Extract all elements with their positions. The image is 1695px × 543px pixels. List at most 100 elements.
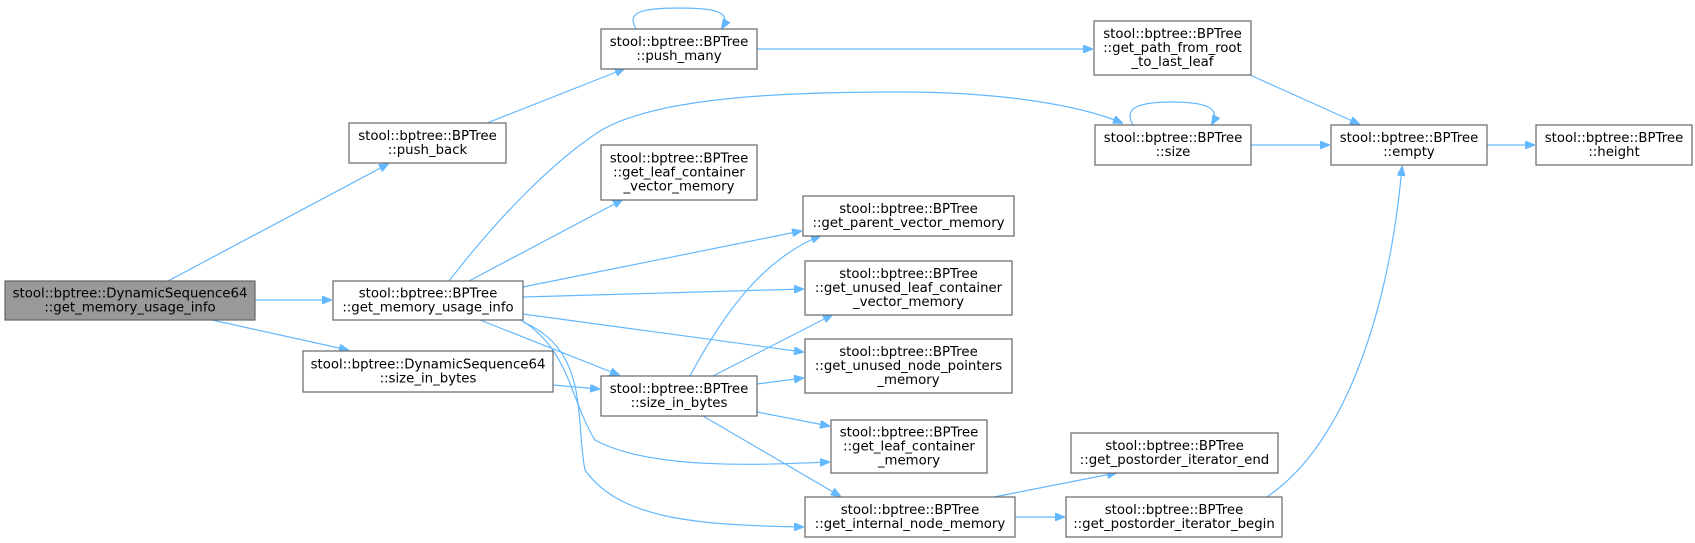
node-gulcvm[interactable]: stool::bptree::BPTree::get_unused_leaf_c… xyxy=(804,260,1013,316)
node-label-line: stool::bptree::BPTree xyxy=(1105,503,1244,518)
node-label-line: ::get_internal_node_memory xyxy=(815,517,1006,532)
edge-gmui-to-gpvm xyxy=(522,231,801,288)
edge-ds_sib-to-sib xyxy=(552,385,599,389)
node-label-line: _memory xyxy=(877,454,940,469)
edge-sib-to-ginm xyxy=(702,415,840,496)
edge-gmui-to-gunpm xyxy=(522,313,803,352)
edge-push_many-to-push_many xyxy=(632,7,725,29)
node-push-back[interactable]: stool::bptree::BPTree::push_back xyxy=(348,122,507,164)
node-label-line: stool::bptree::BPTree xyxy=(1545,131,1684,146)
node-label-line: ::get_memory_usage_info xyxy=(44,301,215,316)
node-root[interactable]: stool::bptree::DynamicSequence64::get_me… xyxy=(4,280,256,321)
node-box xyxy=(804,260,1013,316)
node-height[interactable]: stool::bptree::BPTree::height xyxy=(1535,124,1693,166)
edge-gpfrtll-to-empty xyxy=(1249,74,1359,124)
node-box xyxy=(348,122,507,164)
edge-sib-to-gpvm xyxy=(689,236,820,377)
edge-size-to-size xyxy=(1129,101,1215,125)
node-box xyxy=(1093,20,1252,76)
node-box xyxy=(1330,124,1488,166)
node-box xyxy=(302,350,554,393)
node-label-line: stool::bptree::BPTree xyxy=(358,129,497,144)
node-label-line: ::get_unused_node_pointers xyxy=(815,359,1002,374)
node-label-line: ::height xyxy=(1588,145,1639,160)
node-label-line: stool::bptree::BPTree xyxy=(359,287,498,302)
node-label-line: stool::bptree::BPTree xyxy=(610,35,749,50)
node-glcvm[interactable]: stool::bptree::BPTree::get_leaf_containe… xyxy=(600,144,758,201)
node-box xyxy=(1535,124,1693,166)
edge-push_back-to-push_many xyxy=(486,69,624,124)
node-label-line: ::get_memory_usage_info xyxy=(342,301,513,316)
edge-sib-to-glcm xyxy=(756,411,829,426)
node-gmui[interactable]: stool::bptree::BPTree::get_memory_usage_… xyxy=(332,280,524,321)
node-gpib[interactable]: stool::bptree::BPTree::get_postorder_ite… xyxy=(1065,496,1283,538)
edge-gmui-to-size xyxy=(448,91,1122,282)
node-glcm[interactable]: stool::bptree::BPTree::get_leaf_containe… xyxy=(830,419,988,474)
node-box xyxy=(600,28,758,70)
node-label-line: ::size xyxy=(1156,145,1191,160)
node-label-line: stool::bptree::BPTree xyxy=(610,152,749,167)
edge-gmui-to-sib xyxy=(479,319,619,375)
node-label-line: stool::bptree::BPTree xyxy=(839,202,978,217)
node-box xyxy=(600,375,758,417)
node-label-line: ::get_unused_leaf_container xyxy=(815,281,1003,296)
node-label-line: _memory xyxy=(876,373,939,388)
edge-gmui-to-glcvm xyxy=(468,200,622,282)
edge-gmui-to-gulcvm xyxy=(522,289,803,298)
node-label-line: stool::bptree::BPTree xyxy=(839,267,978,282)
node-push-many[interactable]: stool::bptree::BPTree::push_many xyxy=(600,28,758,70)
node-gpfrtll[interactable]: stool::bptree::BPTree::get_path_from_roo… xyxy=(1093,20,1252,76)
node-label-line: stool::bptree::BPTree xyxy=(841,503,980,518)
node-label-line: ::empty xyxy=(1383,145,1435,160)
node-box xyxy=(1065,496,1283,538)
edge-gmui-to-glcm xyxy=(520,319,829,464)
node-label-line: ::push_back xyxy=(388,143,468,158)
edge-root-to-push_back xyxy=(167,164,388,282)
node-label-line: stool::bptree::BPTree xyxy=(1104,131,1243,146)
node-label-line: ::push_many xyxy=(636,49,721,64)
node-box xyxy=(804,496,1016,538)
edge-root-to-ds_sib xyxy=(211,319,348,350)
edge-sib-to-gulcvm xyxy=(712,315,832,377)
node-box xyxy=(804,338,1013,394)
node-label-line: _vector_memory xyxy=(622,180,734,195)
node-gpvm[interactable]: stool::bptree::BPTree::get_parent_vector… xyxy=(802,195,1015,237)
node-label-line: stool::bptree::DynamicSequence64 xyxy=(311,358,546,373)
edge-sib-to-gunpm xyxy=(756,378,803,385)
node-box xyxy=(830,419,988,474)
node-sib[interactable]: stool::bptree::BPTree::size_in_bytes xyxy=(600,375,758,417)
node-box xyxy=(1094,124,1252,166)
node-box xyxy=(332,280,524,321)
node-empty[interactable]: stool::bptree::BPTree::empty xyxy=(1330,124,1488,166)
node-gpie[interactable]: stool::bptree::BPTree::get_postorder_ite… xyxy=(1070,432,1279,474)
edges-layer xyxy=(167,7,1534,527)
node-ds-sib[interactable]: stool::bptree::DynamicSequence64::size_i… xyxy=(302,350,554,393)
node-label-line: ::size_in_bytes xyxy=(380,372,477,387)
node-label-line: _to_last_leaf xyxy=(1131,55,1214,70)
edge-ginm-to-gpie xyxy=(993,473,1116,498)
node-label-line: stool::bptree::BPTree xyxy=(1340,131,1479,146)
node-label-line: ::get_leaf_container xyxy=(843,440,975,455)
node-label-line: stool::bptree::BPTree xyxy=(839,345,978,360)
node-label-line: ::get_leaf_container xyxy=(613,166,745,181)
node-label-line: ::get_postorder_iterator_end xyxy=(1080,453,1269,468)
node-label-line: ::get_parent_vector_memory xyxy=(812,216,1004,231)
node-label-line: ::size_in_bytes xyxy=(631,396,728,411)
node-box xyxy=(4,280,256,321)
node-label-line: ::get_postorder_iterator_begin xyxy=(1073,517,1275,532)
node-gunpm[interactable]: stool::bptree::BPTree::get_unused_node_p… xyxy=(804,338,1013,394)
node-label-line: stool::bptree::BPTree xyxy=(610,382,749,397)
node-label-line: stool::bptree::DynamicSequence64 xyxy=(13,287,248,302)
node-ginm[interactable]: stool::bptree::BPTree::get_internal_node… xyxy=(804,496,1016,538)
node-label-line: stool::bptree::BPTree xyxy=(1105,439,1244,454)
node-label-line: stool::bptree::BPTree xyxy=(1103,27,1242,42)
edge-gpib-to-empty xyxy=(1266,167,1402,498)
node-size[interactable]: stool::bptree::BPTree::size xyxy=(1094,124,1252,166)
node-box xyxy=(600,144,758,201)
nodes-layer: stool::bptree::DynamicSequence64::get_me… xyxy=(4,20,1693,538)
node-box xyxy=(802,195,1015,237)
node-label-line: ::get_path_from_root xyxy=(1103,41,1242,56)
edge-gmui-to-ginm xyxy=(522,321,803,527)
node-label-line: stool::bptree::BPTree xyxy=(840,426,979,441)
